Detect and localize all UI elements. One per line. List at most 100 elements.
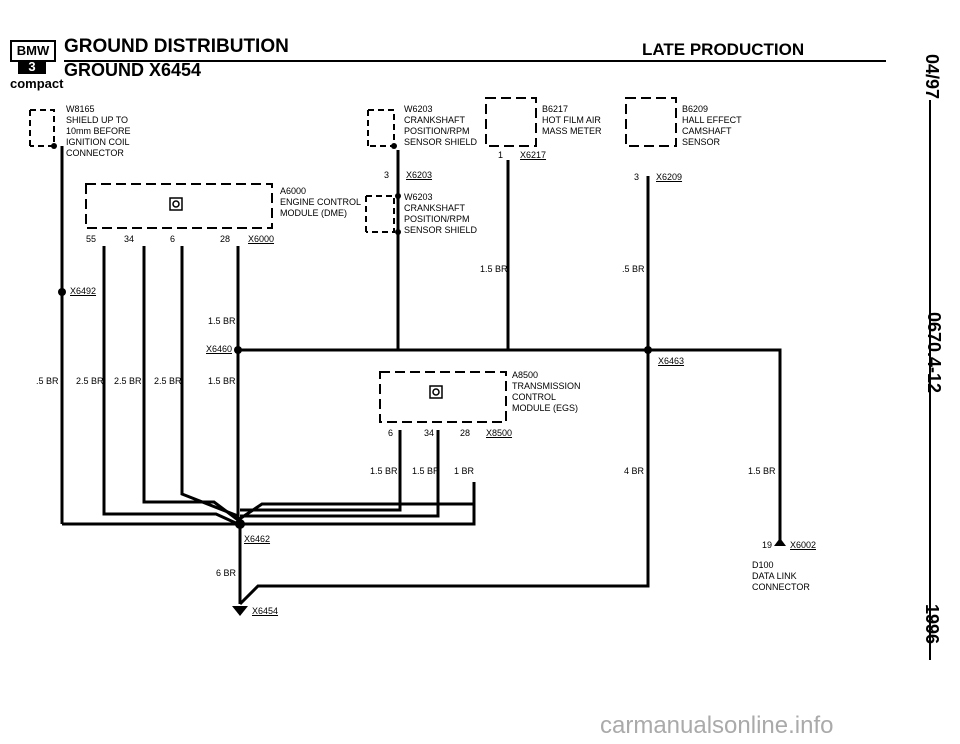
a8500-module-icon <box>429 385 443 399</box>
wire-label: 2.5 BR <box>154 376 182 386</box>
b6209-line: CAMSHAFT <box>682 126 732 136</box>
wire-label: 1.5 BR <box>208 316 236 326</box>
w8165-line: IGNITION COIL <box>66 137 130 147</box>
wire-label: 6 BR <box>216 568 237 578</box>
watermark: carmanualsonline.info <box>600 712 834 739</box>
connector-x6203: X6203 <box>406 170 433 180</box>
a8500-box <box>379 371 507 423</box>
b6217-box <box>485 97 537 147</box>
pin-x6002: 19 <box>762 540 773 550</box>
w8165-line: CONNECTOR <box>66 148 124 158</box>
connector-x6492: X6492 <box>70 286 97 296</box>
wire-label: 1.5 BR <box>412 466 440 476</box>
ground-x6454 <box>232 606 248 616</box>
bmw-logo: BMW 3 <box>10 40 56 74</box>
connector-x6002 <box>774 538 786 546</box>
connector-x6454: X6454 <box>252 606 279 616</box>
a8500-line: A8500 <box>512 370 539 380</box>
w8165-shield <box>29 109 55 147</box>
w6203-line: SENSOR SHIELD <box>404 225 478 235</box>
d100-line: CONNECTOR <box>752 582 810 592</box>
d100-line: D100 <box>752 560 774 570</box>
wire-label: 1.5 BR <box>370 466 398 476</box>
side-date: 04/97 <box>922 54 942 100</box>
pin-a6000: 6 <box>170 234 176 244</box>
a8500-label: A8500 TRANSMISSION CONTROL MODULE (EGS) <box>512 370 581 414</box>
w6203-mid-shield <box>365 195 395 233</box>
w6203-line: W6203 <box>404 104 433 114</box>
pin-a8500: 34 <box>424 428 435 438</box>
wire-label: 1.5 BR <box>748 466 776 476</box>
wire-label: 4 BR <box>624 466 645 476</box>
wire-label: 2.5 BR <box>76 376 104 386</box>
wire-a8500-34 <box>240 430 440 518</box>
d100-label: D100 DATA LINK CONNECTOR <box>752 560 810 593</box>
b6209-label: B6209 HALL EFFECT CAMSHAFT SENSOR <box>682 104 742 148</box>
w8165-line: W8165 <box>66 104 95 114</box>
a6000-line: A6000 <box>280 186 307 196</box>
b6217-line: B6217 <box>542 104 569 114</box>
pin-a6000: 55 <box>86 234 97 244</box>
a8500-line: MODULE (EGS) <box>512 403 579 413</box>
w8165-line: SHIELD UP TO <box>66 115 129 125</box>
production-label: LATE PRODUCTION <box>642 40 805 59</box>
wire-label: 1.5 BR <box>480 264 508 274</box>
connector-x6209: X6209 <box>656 172 683 182</box>
pin-a8500: 28 <box>460 428 471 438</box>
splice-x6460 <box>234 346 242 354</box>
w6203-line: CRANKSHAFT <box>404 115 466 125</box>
logo-series: 3 <box>18 60 46 74</box>
logo-compact: compact <box>10 76 64 91</box>
w6203-line: W6203 <box>404 192 433 202</box>
b6217-line: MASS METER <box>542 126 602 136</box>
w6203-top-label: W6203 CRANKSHAFT POSITION/RPM SENSOR SHI… <box>404 104 477 148</box>
pin-a6000: 34 <box>124 234 135 244</box>
w8165-label: W8165 SHIELD UP TO 10mm BEFORE IGNITION … <box>66 104 131 159</box>
connector-x6002: X6002 <box>790 540 817 550</box>
pin-x6209: 3 <box>634 172 640 182</box>
page-subtitle: GROUND X6454 <box>64 60 202 80</box>
a6000-line: MODULE (DME) <box>280 208 347 218</box>
a6000-box <box>85 183 273 229</box>
a8500-line: CONTROL <box>512 392 557 402</box>
b6209-line: B6209 <box>682 104 709 114</box>
connector-x6000: X6000 <box>248 234 275 244</box>
splice-x6492 <box>58 288 66 296</box>
a8500-line: TRANSMISSION <box>512 381 581 391</box>
wire-b6209 <box>646 176 782 544</box>
wire-a6000-6 <box>180 246 239 518</box>
pin-a8500: 6 <box>388 428 394 438</box>
pin-a6000: 28 <box>220 234 231 244</box>
w6203-line: SENSOR SHIELD <box>404 137 478 147</box>
page-title: GROUND DISTRIBUTION <box>64 36 289 57</box>
wire-label: 2.5 BR <box>114 376 142 386</box>
b6209-line: SENSOR <box>682 137 721 147</box>
w6203-line: POSITION/RPM <box>404 214 470 224</box>
a6000-module-icon <box>169 197 183 211</box>
connector-x6463: X6463 <box>658 356 685 366</box>
w6203-top-shield <box>367 109 395 147</box>
connector-x8500: X8500 <box>486 428 513 438</box>
wire-label: .5 BR <box>622 264 645 274</box>
b6217-line: HOT FILM AIR <box>542 115 601 125</box>
w8165-line: 10mm BEFORE <box>66 126 131 136</box>
connector-x6460: X6460 <box>206 344 233 354</box>
wire-4br <box>238 350 650 606</box>
wire-label: 1 BR <box>454 466 475 476</box>
connector-x6462: X6462 <box>244 534 271 544</box>
w6203-mid-label: W6203 CRANKSHAFT POSITION/RPM SENSOR SHI… <box>404 192 477 236</box>
wire-a6000-55 <box>102 246 239 526</box>
a6000-line: ENGINE CONTROL <box>280 197 362 207</box>
a6000-label: A6000 ENGINE CONTROL MODULE (DME) <box>280 186 361 219</box>
w6203-line: CRANKSHAFT <box>404 203 466 213</box>
splice-x6462 <box>235 519 245 529</box>
splice-x6463 <box>644 346 652 354</box>
wire-a8500-6 <box>240 430 402 512</box>
side-year: 1996 <box>922 604 942 645</box>
b6217-label: B6217 HOT FILM AIR MASS METER <box>542 104 602 137</box>
b6209-box <box>625 97 677 147</box>
connector-x6217: X6217 <box>520 150 547 160</box>
wire-label: 1.5 BR <box>208 376 236 386</box>
b6209-line: HALL EFFECT <box>682 115 742 125</box>
pin-b6217: 1 <box>498 150 504 160</box>
